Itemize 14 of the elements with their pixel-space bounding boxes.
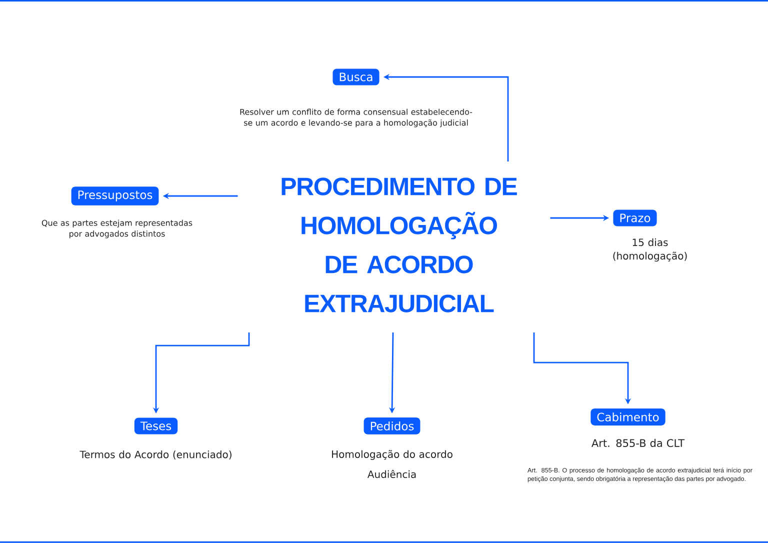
label-pill: Busca: [332, 68, 380, 86]
description-text: Audiência: [367, 470, 416, 478]
description-text: Art. 855-B da CLT: [592, 438, 685, 448]
label-pill: Cabimento: [590, 408, 666, 426]
description-text: Homologação do acordo: [332, 450, 452, 460]
label-pill: Teses: [134, 418, 178, 434]
label-pill: Pressupostos: [71, 186, 159, 206]
label-pill: Prazo: [613, 210, 657, 226]
label-pill: Pedidos: [364, 418, 420, 434]
description-text: Termos do Acordo (enunciado): [80, 450, 232, 460]
title-text: PROCEDIMENTO DE HOMOLOGAÇÃO DE ACORDO EXTRAJUDICIAL: [282, 178, 517, 312]
description-text: 15 dias (homologação): [613, 238, 687, 262]
description-text: Resolver um conflito de forma consensual estabelecendo-se um acordo e levando-se para a homologação judicial: [240, 108, 472, 128]
description-text: Que as partes estejam representadas por advogados distintos: [42, 220, 192, 238]
